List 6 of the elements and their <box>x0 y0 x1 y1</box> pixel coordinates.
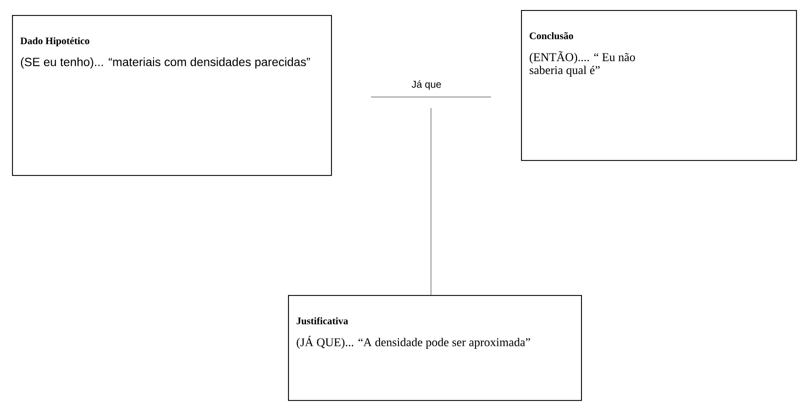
text-box: Justificativa (JÁ QUE)... “A densidade pode ser aproximada” <box>288 295 582 401</box>
connector-line <box>430 108 432 296</box>
edge-label: Já que <box>412 80 441 90</box>
connector-line <box>370 96 492 98</box>
text-box: Conclusão (ENTÃO).... “ Eu não saberia qual é” <box>521 10 797 161</box>
text-box: Dado Hipotético (SE eu tenho)... “materiais com densidades parecidas” <box>12 15 332 176</box>
